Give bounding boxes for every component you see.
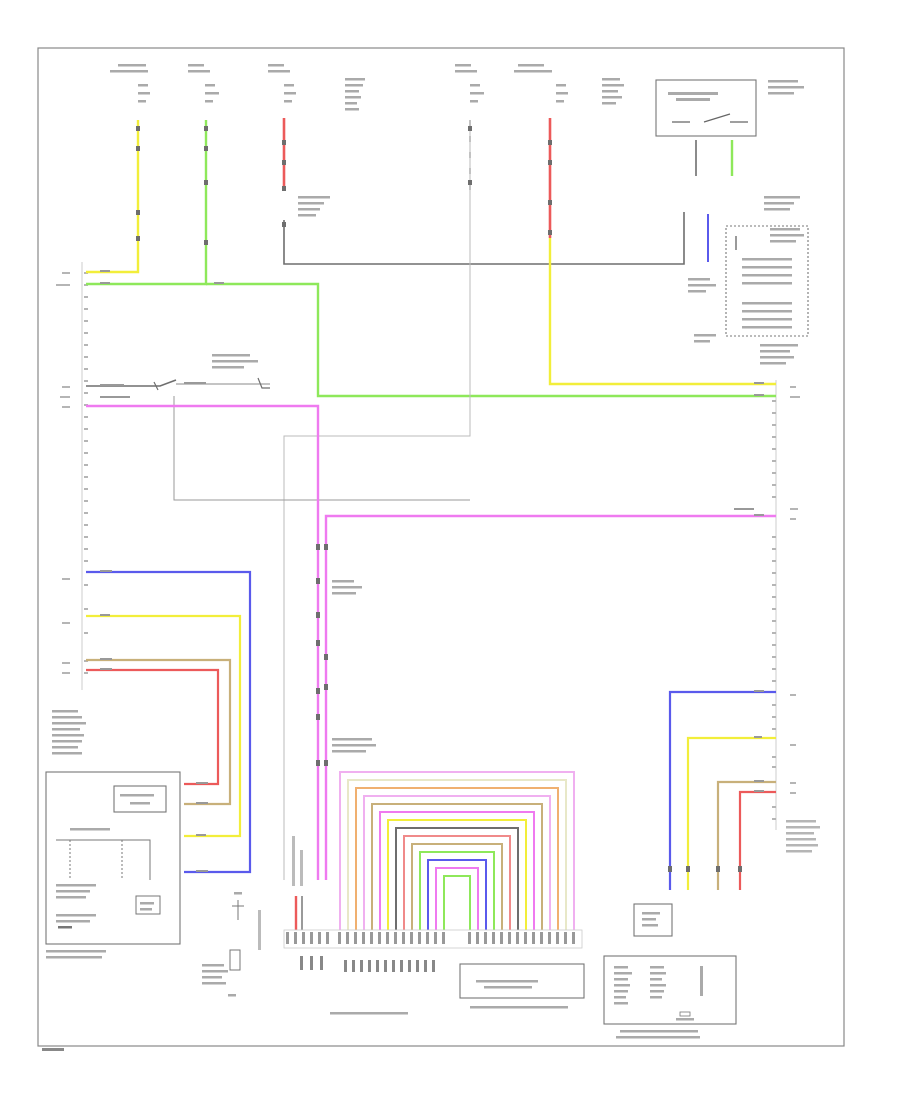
bottom-connector-row [283,929,585,1015]
wire-code-marks [100,270,764,872]
bottom-left-parts [202,836,303,997]
wire-yellow-right-lower [686,736,776,890]
wire-yellow-right [548,238,776,386]
left-motor-module [45,771,181,959]
wire-magenta-main [86,404,320,880]
wire-blue-right [668,690,776,890]
wire-yellow-left [86,614,242,838]
harness-loops [339,771,575,930]
wire-red-right-lower [738,790,776,890]
top-source-labels [110,64,624,217]
wire-yellow-top-left [86,120,140,274]
right-module-terminals [772,380,820,853]
wire-gray-loop [283,212,685,265]
wire-thin-center [283,120,471,880]
wire-blue-left [86,570,252,874]
top-right-relay [655,79,804,211]
wire-magenta-right [324,514,776,880]
right-switch-frame [725,225,809,337]
connector-pin-marks [136,126,742,872]
wire-gray-switch-left [86,379,177,387]
wire-green-top [86,120,208,286]
right-motor-module [603,903,737,1039]
left-module-terminals [52,262,88,755]
switch-icon-left [153,381,159,391]
right-switch-block [688,228,804,365]
center-switch-label [212,354,376,753]
wire-red-left [86,668,220,786]
wire-tan-left [86,658,232,806]
wire-green-to-right [206,282,776,398]
wire-tan-right [716,780,776,890]
diagram-frame [37,47,845,1047]
wire-gray-lower [173,396,470,501]
switch-icon [257,377,270,389]
sheet-code-mark [42,1048,64,1051]
